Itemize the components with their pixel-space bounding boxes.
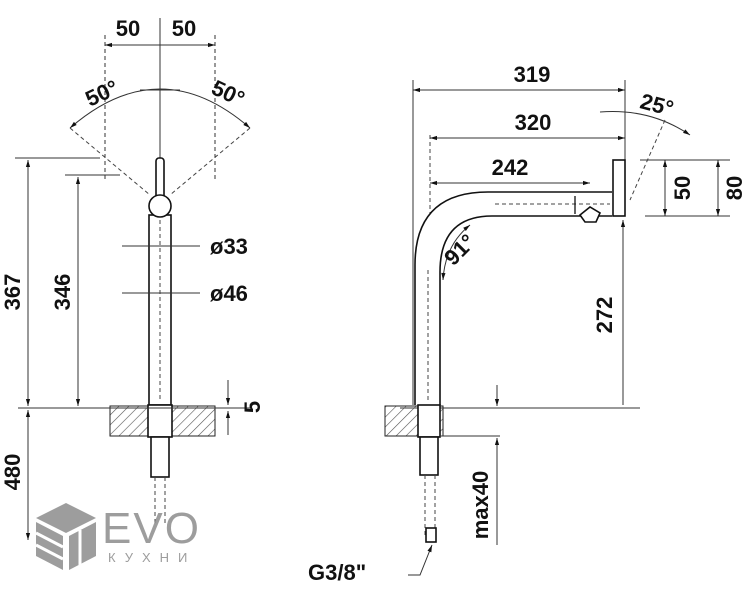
mount-shank (417, 404, 441, 438)
cube-icon (35, 503, 96, 570)
handle-50-label: 50 (670, 176, 695, 200)
angle-right-label: 50° (208, 75, 249, 112)
connection-fitting (419, 436, 439, 476)
bend-angle-arc (441, 224, 471, 281)
diameter-46-label: ø46 (210, 281, 248, 306)
height-346-label: 346 (50, 274, 75, 311)
counter-max40-label: max40 (468, 471, 493, 540)
lever-handle (155, 157, 165, 201)
reach-319-label: 319 (514, 62, 551, 87)
handle-80-label: 80 (722, 176, 747, 200)
thread-label: G3/8" (308, 560, 366, 585)
gap-5-label: 5 (240, 401, 265, 413)
connection-fitting (150, 436, 170, 478)
handle-angle-arc (599, 111, 691, 136)
logo-subtitle: КУХНИ (108, 550, 196, 565)
angle-left-label: 50° (81, 75, 122, 112)
angle-ray-right (169, 127, 251, 196)
ball-joint (148, 194, 172, 218)
reach-242-label: 242 (492, 155, 529, 180)
diameter-33-label: ø33 (210, 234, 248, 259)
dim-top-right: 50 (172, 16, 196, 41)
hose-nut (425, 527, 437, 543)
thread-leader (408, 544, 433, 576)
angle-arc (69, 88, 251, 129)
logo-name: EVO (102, 504, 201, 553)
depth-480-label: 480 (0, 454, 25, 491)
dim-top-left: 50 (116, 16, 140, 41)
side-view: 319 320 242 25° 91° 50 80 272 (308, 62, 747, 585)
angle-ray-left (69, 127, 151, 196)
reach-320-label: 320 (515, 110, 552, 135)
mount-shank (147, 404, 173, 438)
side-handle (612, 159, 626, 217)
height-272-label: 272 (592, 297, 617, 334)
evo-logo: EVO КУХНИ (35, 503, 201, 570)
height-367-label: 367 (0, 274, 25, 311)
handle-angle-label: 25° (638, 88, 677, 121)
spray-head (578, 206, 602, 223)
front-view: 50 50 50° 50° ø33 ø46 367 346 480 (0, 16, 265, 540)
